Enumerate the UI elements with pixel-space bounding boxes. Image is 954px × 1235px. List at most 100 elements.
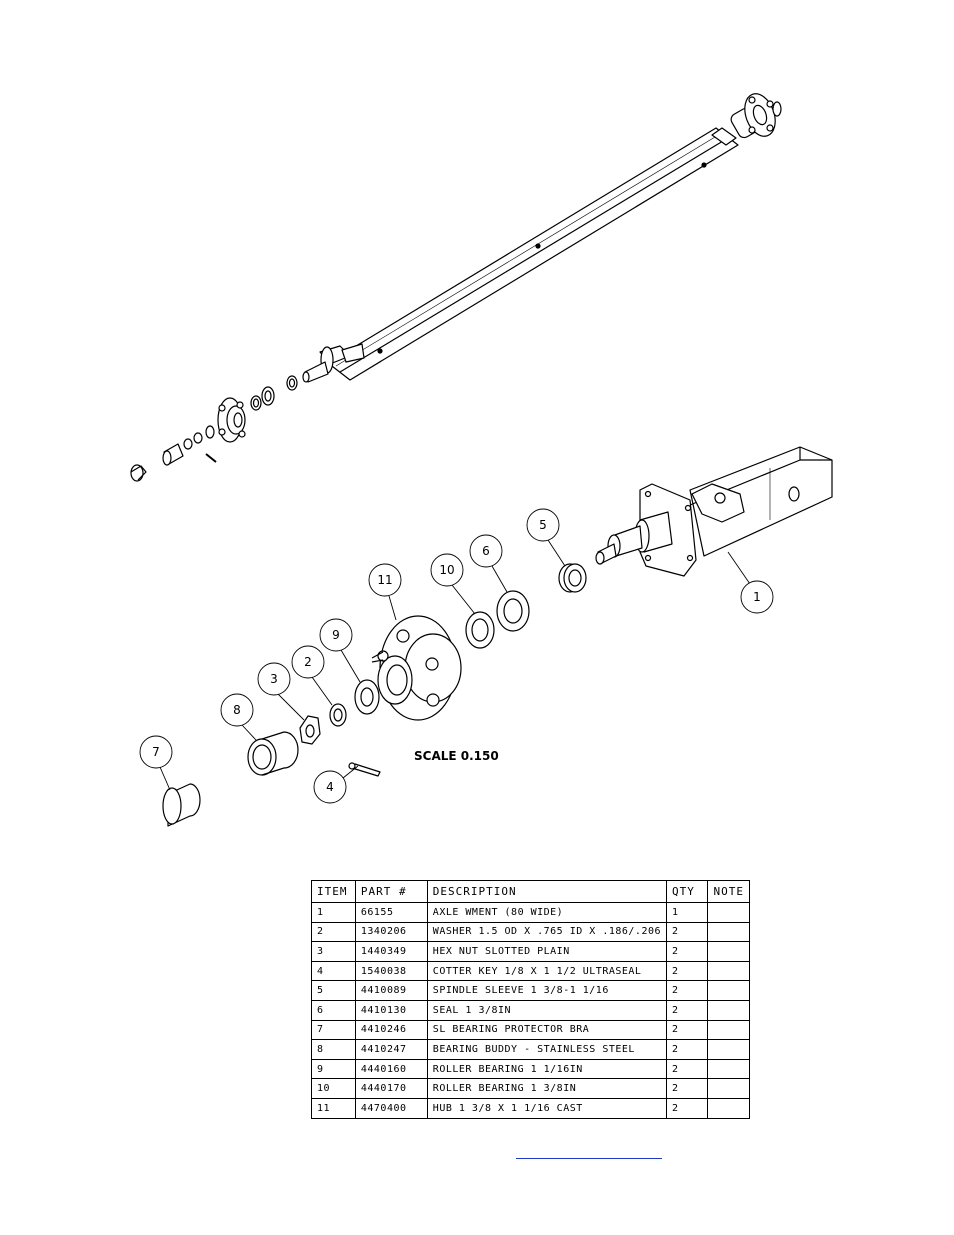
balloon-2-label: 2 [304,655,312,669]
cell-qty: 2 [666,941,709,962]
balloon-8 [220,693,254,727]
cell-item: 11 [311,1097,356,1119]
cell-desc: SPINDLE SLEEVE 1 3/8-1 1/16 [426,980,668,1001]
cell-desc: ROLLER BEARING 1 3/8IN [426,1078,668,1099]
table-row: 9 4440160 ROLLER BEARING 1 1/16IN 2 [311,1058,750,1080]
balloon-1-label: 1 [753,590,761,604]
balloon-10-label: 10 [439,563,454,577]
cell-item: 4 [311,960,356,982]
full-axle-view [130,93,782,482]
axle-tube-end [689,446,833,557]
scale-label: SCALE 0.150 [414,749,499,763]
cell-note [707,999,750,1021]
cell-desc: HUB 1 3/8 X 1 1/16 CAST [426,1097,668,1119]
balloon-7-label: 7 [152,745,160,759]
table-row: 10 4440170 ROLLER BEARING 1 3/8IN 2 [311,1078,750,1099]
table-row: 7 4410246 SL BEARING PROTECTOR BRA 2 [311,1019,750,1041]
balloon-11-label: 11 [377,573,392,587]
hyperlink-underline[interactable] [516,1158,662,1159]
exploded-hub-view [162,446,833,827]
cell-item: 2 [311,921,356,943]
balloon-3-label: 3 [270,672,278,686]
cell-item: 3 [311,941,356,962]
balloon-4 [313,770,347,804]
balloon-9 [319,618,353,652]
cell-item: 6 [311,999,356,1021]
balloon-5 [526,508,560,542]
cell-item: 8 [311,1039,356,1060]
table-row: 6 4410130 SEAL 1 3/8IN 2 [311,999,750,1021]
balloon-7 [139,735,173,769]
exploded-assembly-drawing: 1 5 6 10 11 9 2 3 8 7 [130,93,833,827]
table-row: 2 1340206 WASHER 1.5 OD X .765 ID X .186… [311,921,750,943]
cell-part: 4410247 [354,1039,428,1060]
cell-desc: BEARING BUDDY - STAINLESS STEEL [426,1039,668,1060]
balloon-6 [469,534,503,568]
balloon-2 [291,645,325,679]
cell-part: 4410089 [354,980,428,1001]
table-row: 3 1440349 HEX NUT SLOTTED PLAIN 2 [311,941,750,962]
cell-item: 7 [311,1019,356,1041]
cell-desc: SL BEARING PROTECTOR BRA [426,1019,668,1041]
cell-note [707,1019,750,1041]
table-row: 11 4470400 HUB 1 3/8 X 1 1/16 CAST 2 [311,1097,750,1119]
balloon-9-label: 9 [332,628,340,642]
header-note: NOTE [707,880,750,903]
balloon-6-label: 6 [482,544,490,558]
cell-desc: SEAL 1 3/8IN [426,999,668,1021]
cell-note [707,902,750,923]
header-description: DESCRIPTION [426,880,668,903]
cell-note [707,1058,750,1080]
cell-part: 4440170 [354,1078,428,1099]
cell-part: 4440160 [354,1058,428,1080]
header-part-number: PART # [354,880,428,903]
cell-item: 10 [311,1078,356,1099]
cell-qty: 2 [666,1097,709,1119]
cell-part: 1440349 [354,941,428,962]
header-item: ITEM [311,880,356,903]
table-row: 8 4410247 BEARING BUDDY - STAINLESS STEE… [311,1039,750,1060]
cell-desc: WASHER 1.5 OD X .765 ID X .186/.206 [426,921,668,943]
balloon-8-label: 8 [233,703,241,717]
balloon-10 [430,553,464,587]
cell-part: 4410130 [354,999,428,1021]
cell-qty: 2 [666,999,709,1021]
cell-qty: 2 [666,1039,709,1060]
table-header-row: ITEM PART # DESCRIPTION QTY NOTE [311,880,750,903]
cell-item: 9 [311,1058,356,1080]
balloon-11 [368,563,402,597]
cell-desc: ROLLER BEARING 1 1/16IN [426,1058,668,1080]
cell-note [707,941,750,962]
bill-of-materials-table: ITEM PART # DESCRIPTION QTY NOTE 1 66155… [311,880,750,1119]
cell-item: 5 [311,980,356,1001]
cell-part: 66155 [354,902,428,923]
cell-part: 4470400 [354,1097,428,1119]
cell-part: 1340206 [354,921,428,943]
table-row: 1 66155 AXLE WMENT (80 WIDE) 1 [311,902,750,923]
cell-note [707,960,750,982]
cell-qty: 2 [666,980,709,1001]
balloon-5-label: 5 [539,518,547,532]
cell-qty: 2 [666,1019,709,1041]
cell-desc: AXLE WMENT (80 WIDE) [426,902,668,923]
cell-qty: 2 [666,960,709,982]
cell-desc: HEX NUT SLOTTED PLAIN [426,941,668,962]
cell-qty: 2 [666,1078,709,1099]
header-qty: QTY [666,880,709,903]
cell-qty: 2 [666,921,709,943]
balloon-3 [257,662,291,696]
cell-qty: 2 [666,1058,709,1080]
cell-note [707,980,750,1001]
cell-note [707,1078,750,1099]
cell-note [707,921,750,943]
table-row: 5 4410089 SPINDLE SLEEVE 1 3/8-1 1/16 2 [311,980,750,1001]
balloon-1 [740,580,774,614]
cell-qty: 1 [666,902,709,923]
cell-item: 1 [311,902,356,923]
item-balloons: 1 5 6 10 11 9 2 3 8 7 [139,508,774,804]
table-row: 4 1540038 COTTER KEY 1/8 X 1 1/2 ULTRASE… [311,960,750,982]
cell-note [707,1097,750,1119]
cell-part: 1540038 [354,960,428,982]
balloon-4-label: 4 [326,780,334,794]
cell-note [707,1039,750,1060]
